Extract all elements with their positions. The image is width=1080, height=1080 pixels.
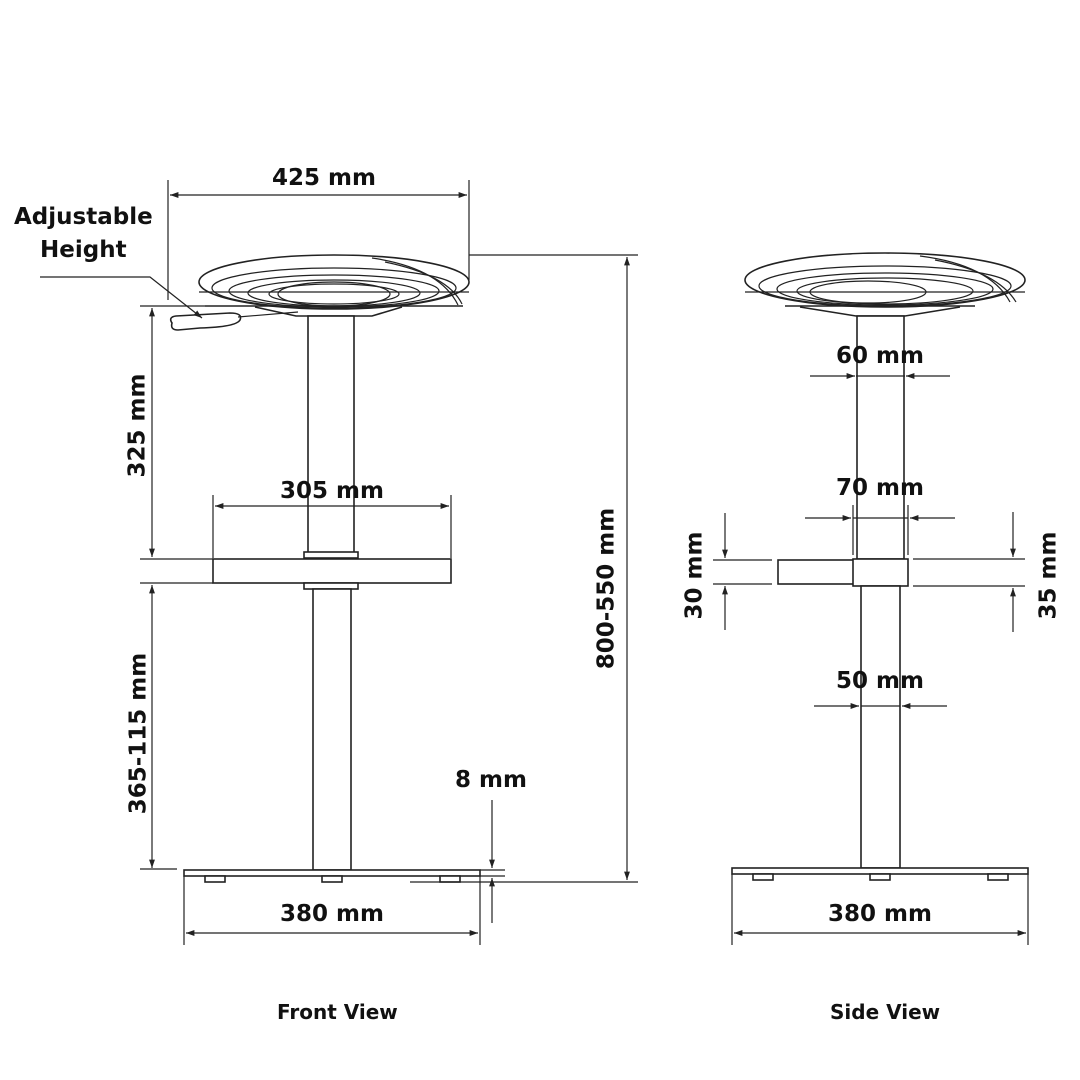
front-seat bbox=[198, 254, 470, 317]
adjustable-height-callout-line2: Height bbox=[40, 237, 127, 263]
base-thickness-label: 8 mm bbox=[455, 767, 527, 793]
seat-width-label: 425 mm bbox=[272, 165, 376, 191]
front-footrest bbox=[212, 558, 452, 584]
side-base-width-label: 380 mm bbox=[828, 901, 932, 927]
front-view-drawing bbox=[40, 180, 638, 945]
side-collar bbox=[852, 558, 909, 587]
front-lower-column bbox=[312, 588, 352, 871]
side-view-drawing bbox=[713, 252, 1029, 945]
footrest-width-label: 305 mm bbox=[280, 478, 384, 504]
collar-width-label: 70 mm bbox=[836, 475, 924, 501]
side-view-caption: Side View bbox=[830, 1000, 941, 1024]
footrest-height-label: 365-115 mm bbox=[125, 652, 152, 815]
front-base bbox=[183, 869, 481, 877]
side-lower-column bbox=[860, 585, 901, 869]
seat-to-footrest-label: 325 mm bbox=[124, 373, 151, 478]
lower-column-diameter-label: 50 mm bbox=[836, 668, 924, 694]
side-base bbox=[731, 867, 1029, 875]
total-height-label: 800-550 mm bbox=[593, 507, 620, 670]
upper-column-diameter-label: 60 mm bbox=[836, 343, 924, 369]
front-upper-column bbox=[307, 315, 355, 557]
collar-height-label: 35 mm bbox=[1035, 531, 1062, 620]
side-seat bbox=[744, 252, 1026, 317]
adjustable-height-callout-line1: Adjustable bbox=[14, 204, 153, 230]
footrest-thickness-label: 30 mm bbox=[681, 531, 708, 620]
front-view-caption: Front View bbox=[277, 1000, 398, 1024]
height-lever bbox=[169, 312, 242, 331]
front-base-width-label: 380 mm bbox=[280, 901, 384, 927]
